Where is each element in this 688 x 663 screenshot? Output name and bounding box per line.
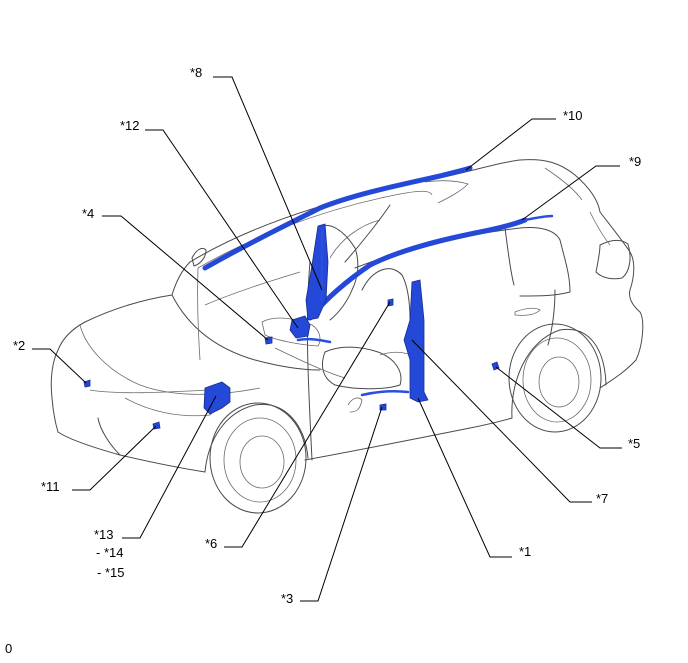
callout-12: *12 (120, 118, 140, 133)
leader-6 (224, 301, 391, 548)
leader-11 (72, 425, 157, 491)
front-impact-sensor-left (83, 379, 91, 388)
leader-3 (300, 406, 383, 602)
car-body-outline (50, 159, 644, 514)
callout-6: *6 (205, 536, 218, 551)
leader-10 (465, 118, 556, 171)
callout-7: *7 (596, 491, 609, 506)
callout-8: *8 (190, 65, 203, 80)
leader-5 (495, 366, 622, 449)
highlighted-parts (83, 165, 554, 430)
callout-9: *9 (629, 154, 642, 169)
leader-1 (417, 397, 512, 558)
callout-14: - *14 (96, 545, 124, 560)
leader-lines (32, 76, 622, 602)
front-seat-side-airbag (289, 315, 311, 339)
callout-13: *13 (94, 527, 114, 542)
callout-15: - *15 (97, 565, 125, 580)
callout-2: *2 (13, 338, 26, 353)
leader-8 (213, 76, 323, 291)
curtain-airbag-far-side (202, 165, 473, 271)
front-airbag-sensor-block (203, 381, 231, 415)
leader-12 (145, 129, 299, 329)
callout-5: *5 (628, 436, 641, 451)
seat-position-sensor (387, 298, 394, 307)
callout-10: *10 (563, 108, 583, 123)
leader-4 (102, 215, 269, 341)
leader-9 (521, 165, 620, 221)
figure-id: 0 (5, 641, 13, 656)
near-side-pillar-belt (403, 279, 429, 403)
callout-1: *1 (519, 544, 532, 559)
callout-4: *4 (82, 206, 95, 221)
leader-7 (411, 339, 592, 503)
leader-13 (122, 395, 217, 539)
callout-11: *11 (41, 479, 60, 494)
curtain-airbag-near-side (307, 217, 528, 321)
callout-3: *3 (281, 591, 294, 606)
leader-2 (32, 348, 87, 384)
